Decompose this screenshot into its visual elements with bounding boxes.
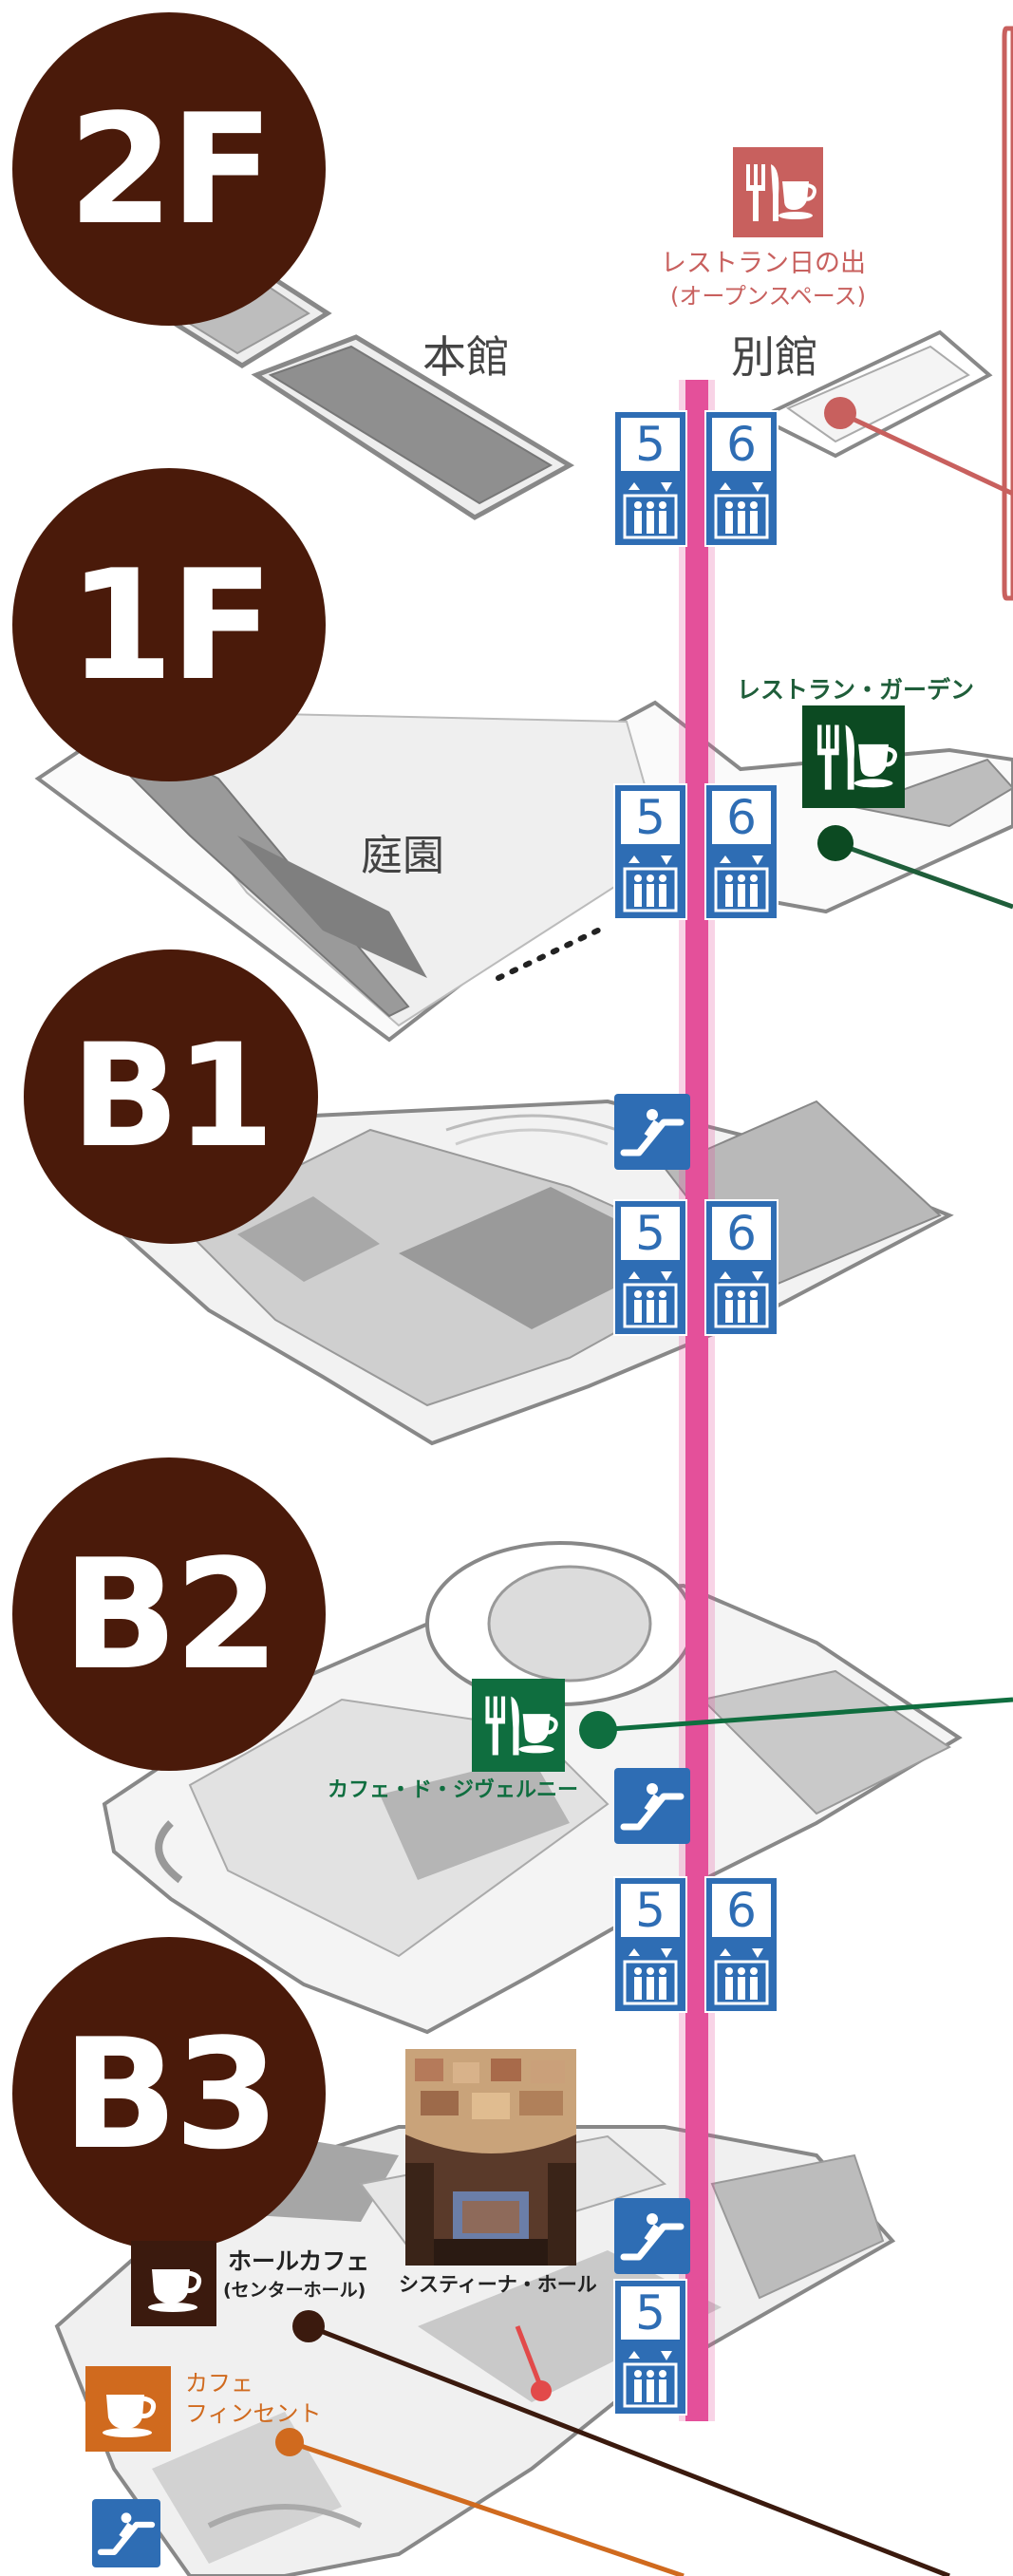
escalator-b3[interactable] [614,2198,690,2274]
elevator-6-1f[interactable]: 6 [704,783,779,920]
sistine-chapel-image [405,2049,576,2266]
vincent-name-line2: フィンセント [185,2400,322,2427]
escalator-icon [620,1783,685,1831]
elevator-icon [714,1271,769,1328]
elevator-number: 5 [621,418,680,471]
floor-label-b1: B1 [70,1014,275,1179]
vincent-leader-line [289,2439,685,2576]
vincent-cafe-icon[interactable] [85,2366,171,2452]
elevator-icon [714,856,769,912]
vincent-marker [275,2428,304,2456]
elevator-5-2f[interactable]: 5 [613,410,687,547]
escalator-b1[interactable] [614,1094,690,1170]
annex-label: 別館 [731,331,818,383]
garden-marker [817,825,854,861]
garden-restaurant-icon[interactable] [802,705,905,808]
floor-b1-plan [120,1099,954,1446]
hall-cafe-leader-line [308,2323,950,2576]
floor-label-b3: B3 [62,2004,279,2183]
hinode-name: レストラン日の出 [661,249,866,278]
floor-label-1f: 1F [67,536,274,714]
sistine-marker [531,2380,552,2401]
floor-badge-b2: B2 [12,1457,326,1771]
elevator-icon [623,482,678,539]
garden-label: 庭園 [361,832,444,880]
info-box-edge [1002,26,1013,601]
elevator-5-b3[interactable]: 5 [613,2279,687,2416]
giverny-marker [579,1711,617,1749]
sistine-leader-line [515,2325,544,2389]
elevator-icon [623,1271,678,1328]
escalator-b3-west[interactable] [92,2499,160,2567]
elevator-number: 5 [621,1207,680,1260]
elevator-shaft [685,380,708,2421]
elevator-number: 6 [712,1207,771,1260]
escalator-icon [97,2512,156,2555]
escalator-b2[interactable] [614,1768,690,1844]
escalator-icon [620,2213,685,2261]
sistine-hall-photo[interactable] [405,2049,576,2266]
floor-badge-b3: B3 [12,1937,326,2250]
floor-badge-b1: B1 [24,950,318,1244]
floor-badge-1f: 1F [12,468,326,781]
giverny-name: カフェ・ド・ジヴェルニー [328,1778,579,1802]
hall-cafe-note: (センターホール) [223,2280,366,2301]
fork-knife-cup-icon [746,164,816,221]
hall-cafe-icon[interactable] [131,2241,216,2326]
cup-icon [103,2395,157,2437]
garden-restaurant-name: レストラン・ガーデン [737,676,975,704]
elevator-6-b2[interactable]: 6 [704,1876,779,2013]
fork-knife-cup-icon [816,724,898,790]
floor-label-b2: B2 [62,1525,279,1703]
elevator-number: 5 [621,791,680,844]
elevator-icon [623,1948,678,2005]
elevator-number: 5 [621,1884,680,1937]
elevator-number: 6 [712,1884,771,1937]
elevator-5-b2[interactable]: 5 [613,1876,687,2013]
fork-knife-cup-icon [485,1696,558,1756]
giverny-cafe-icon[interactable] [472,1679,565,1772]
hall-cafe-marker [292,2310,325,2342]
floor-label-2f: 2F [67,80,274,258]
hinode-marker [824,397,856,429]
escalator-icon [620,1109,685,1156]
garden-leader-line [835,840,1013,910]
hinode-note: (オープンスペース) [670,283,866,310]
sistine-hall-name: システィーナ・ホール [399,2273,597,2296]
elevator-number: 5 [621,2286,680,2340]
hall-cafe-name: ホールカフェ [228,2247,370,2275]
giverny-leader-line [597,1697,1013,1733]
vincent-name-line1: カフェ [185,2370,253,2397]
hinode-restaurant-icon[interactable] [733,147,823,237]
cup-icon [148,2269,202,2312]
elevator-6-b1[interactable]: 6 [704,1199,779,1336]
elevator-icon [623,2351,678,2408]
floor-badge-2f: 2F [12,12,326,326]
elevator-5-b1[interactable]: 5 [613,1199,687,1336]
elevator-number: 6 [712,418,771,471]
elevator-6-2f[interactable]: 6 [704,410,779,547]
hinode-leader-line [838,410,1013,497]
elevator-icon [623,856,678,912]
elevator-icon [714,1948,769,2005]
elevator-number: 6 [712,791,771,844]
elevator-icon [714,482,769,539]
elevator-5-1f[interactable]: 5 [613,783,687,920]
main-building-label: 本館 [422,331,510,383]
